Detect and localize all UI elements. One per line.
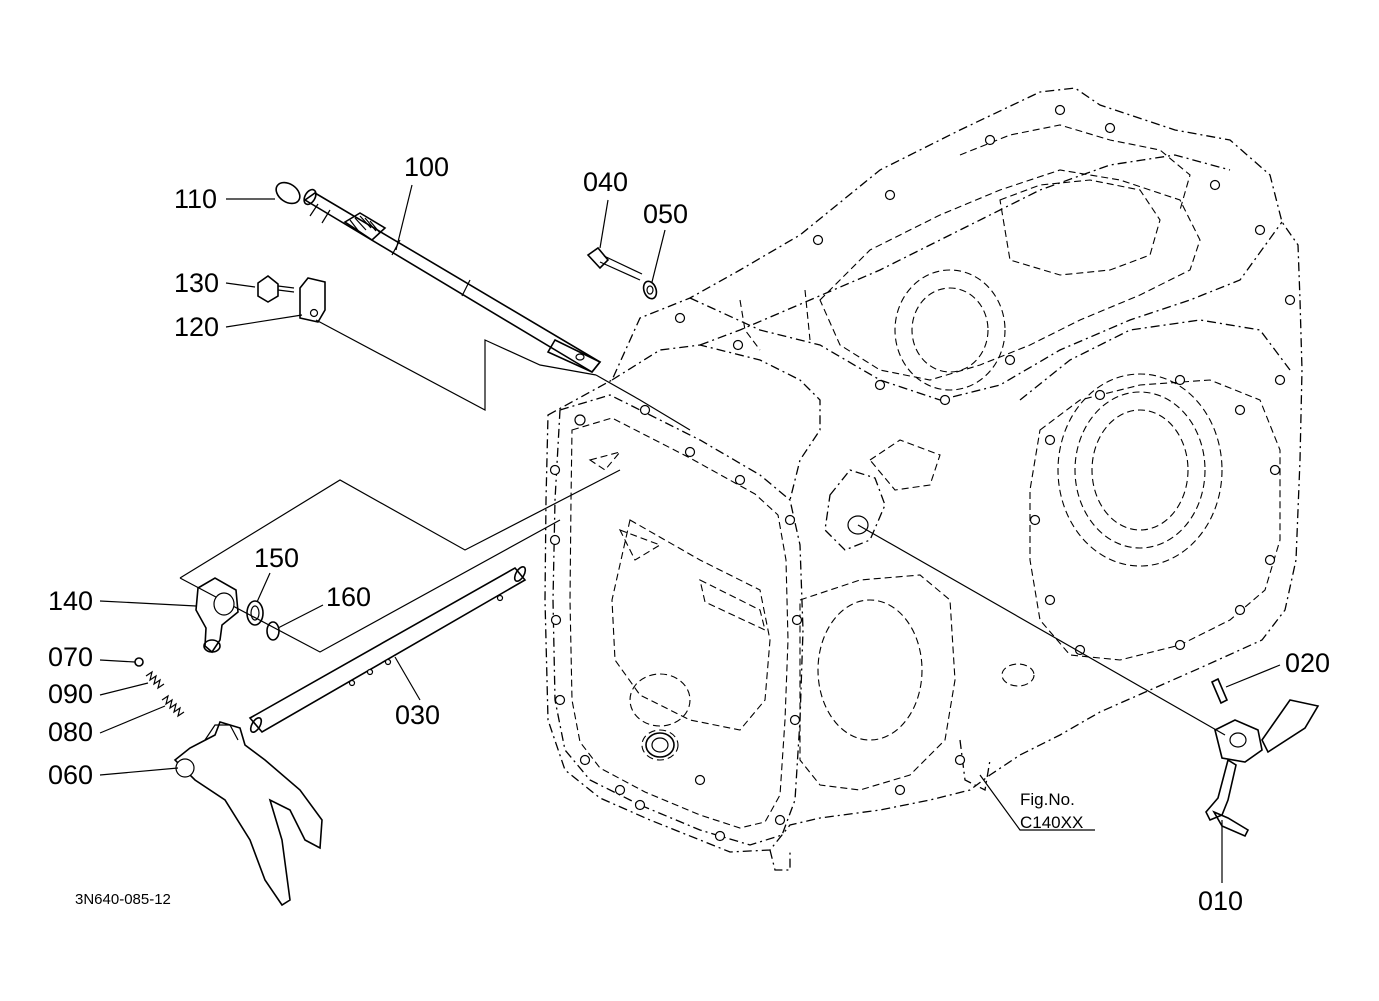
arm-140 — [195, 577, 239, 654]
callout-120: 120 — [174, 312, 219, 342]
callout-060: 060 — [48, 760, 93, 790]
circlip-150 — [246, 600, 264, 626]
o-ring-110 — [275, 181, 301, 205]
shift-shaft-100 — [303, 188, 602, 374]
callout-150: 150 — [254, 543, 299, 573]
bracket-120 — [299, 277, 326, 323]
screw-040 — [586, 246, 643, 281]
shift-fork-060 — [173, 721, 323, 907]
shift-lever-010 — [1205, 699, 1320, 838]
callout-labels: 110 100 130 120 040 050 140 150 160 070 … — [48, 152, 1330, 916]
assembly-leader-lines — [179, 319, 1226, 736]
callout-010: 010 — [1198, 886, 1243, 916]
callout-100: 100 — [404, 152, 449, 182]
callout-130: 130 — [174, 268, 219, 298]
callout-030: 030 — [395, 700, 440, 730]
callout-070: 070 — [48, 642, 93, 672]
callout-140: 140 — [48, 586, 93, 616]
detent-ball-070 — [134, 657, 144, 667]
fork-shaft-030 — [248, 565, 527, 734]
bolt-130 — [257, 275, 295, 303]
callout-leaders — [99, 184, 1281, 883]
callout-040: 040 — [583, 167, 628, 197]
callout-080: 080 — [48, 717, 93, 747]
callout-020: 020 — [1285, 648, 1330, 678]
washer-050 — [642, 280, 658, 300]
case-bolt-holes — [549, 104, 1296, 842]
spring-090 — [145, 670, 165, 690]
callout-110: 110 — [174, 184, 217, 214]
callout-160: 160 — [326, 582, 371, 612]
figure-reference: Fig.No. C140XX — [1020, 790, 1083, 832]
callout-050: 050 — [643, 199, 688, 229]
spring-080 — [161, 694, 185, 718]
pin-020 — [1210, 677, 1229, 705]
callout-090: 090 — [48, 679, 93, 709]
transmission-case — [544, 87, 1303, 871]
o-ring-160 — [266, 621, 280, 641]
drawing-number: 3N640-085-12 — [75, 891, 171, 908]
fig-no-code: C140XX — [1020, 813, 1083, 832]
fig-no-label: Fig.No. — [1020, 790, 1075, 809]
